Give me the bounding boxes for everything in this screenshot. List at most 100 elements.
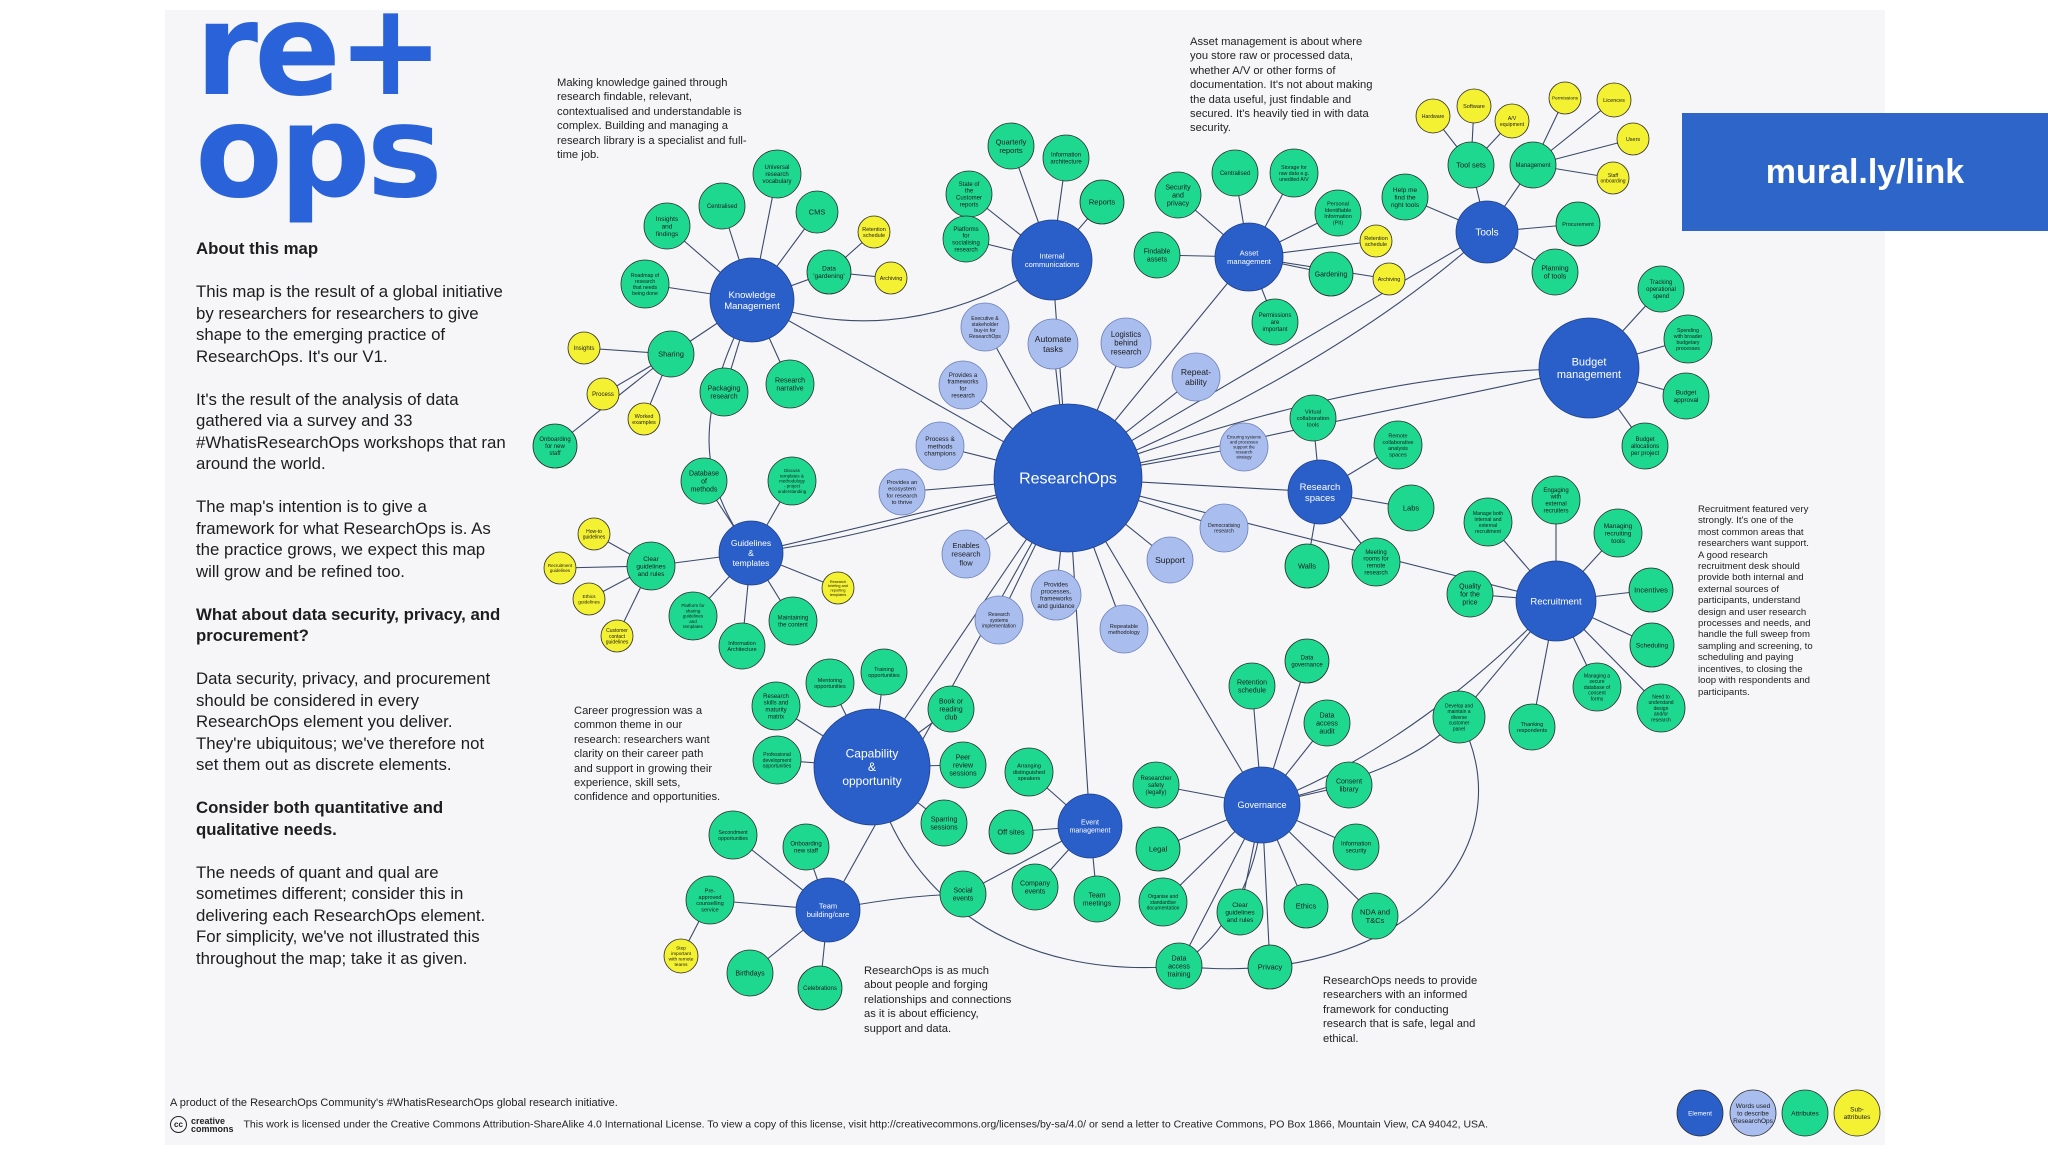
node-sub-s4[interactable]: Process [586,377,620,411]
node-sub-s12[interactable]: Licences [1596,82,1632,118]
node-attribute-a17[interactable]: Centralised [1211,149,1259,197]
node-attribute-a40[interactable]: Incentives [1628,567,1674,613]
node-attribute-a7[interactable]: Sharing [647,330,695,378]
node-attribute-a5[interactable]: Data'gardening' [806,249,852,295]
node-attribute-a76[interactable]: Celebrations [797,965,843,1011]
node-describe-d10[interactable]: Support [1146,536,1194,584]
node-sub-s8[interactable]: Hardware [1415,98,1451,134]
node-sub-s9[interactable]: Software [1456,88,1492,124]
node-attribute-a35[interactable]: Walls [1284,543,1330,589]
node-attribute-a61[interactable]: Off sites [988,809,1034,855]
node-element-tools[interactable]: Tools [1455,200,1519,264]
node-attribute-a34[interactable]: Labs [1387,484,1435,532]
node-attribute-a24[interactable]: Tool sets [1447,141,1495,189]
node-attribute-a53[interactable]: Ethics [1283,883,1329,929]
node-attribute-a54[interactable]: Privacy [1247,944,1293,990]
node-sub-s3[interactable]: Insights [567,331,601,365]
node-describe-d4[interactable]: Repeat-ability [1171,352,1221,402]
node-attribute-a57[interactable]: Legal [1135,826,1181,872]
node-attribute-a75[interactable]: Birthdays [726,949,774,997]
node-element-gov[interactable]: Governance [1223,766,1301,844]
node-element-rec[interactable]: Recruitment [1515,560,1597,642]
node-attribute-a25[interactable]: Management [1509,141,1557,189]
node-sub-s7[interactable]: Archiving [1372,262,1406,296]
node-element-cap[interactable]: Capability&opportunity [813,708,931,826]
node-element-gt[interactable]: Guidelines&templates [718,520,784,586]
